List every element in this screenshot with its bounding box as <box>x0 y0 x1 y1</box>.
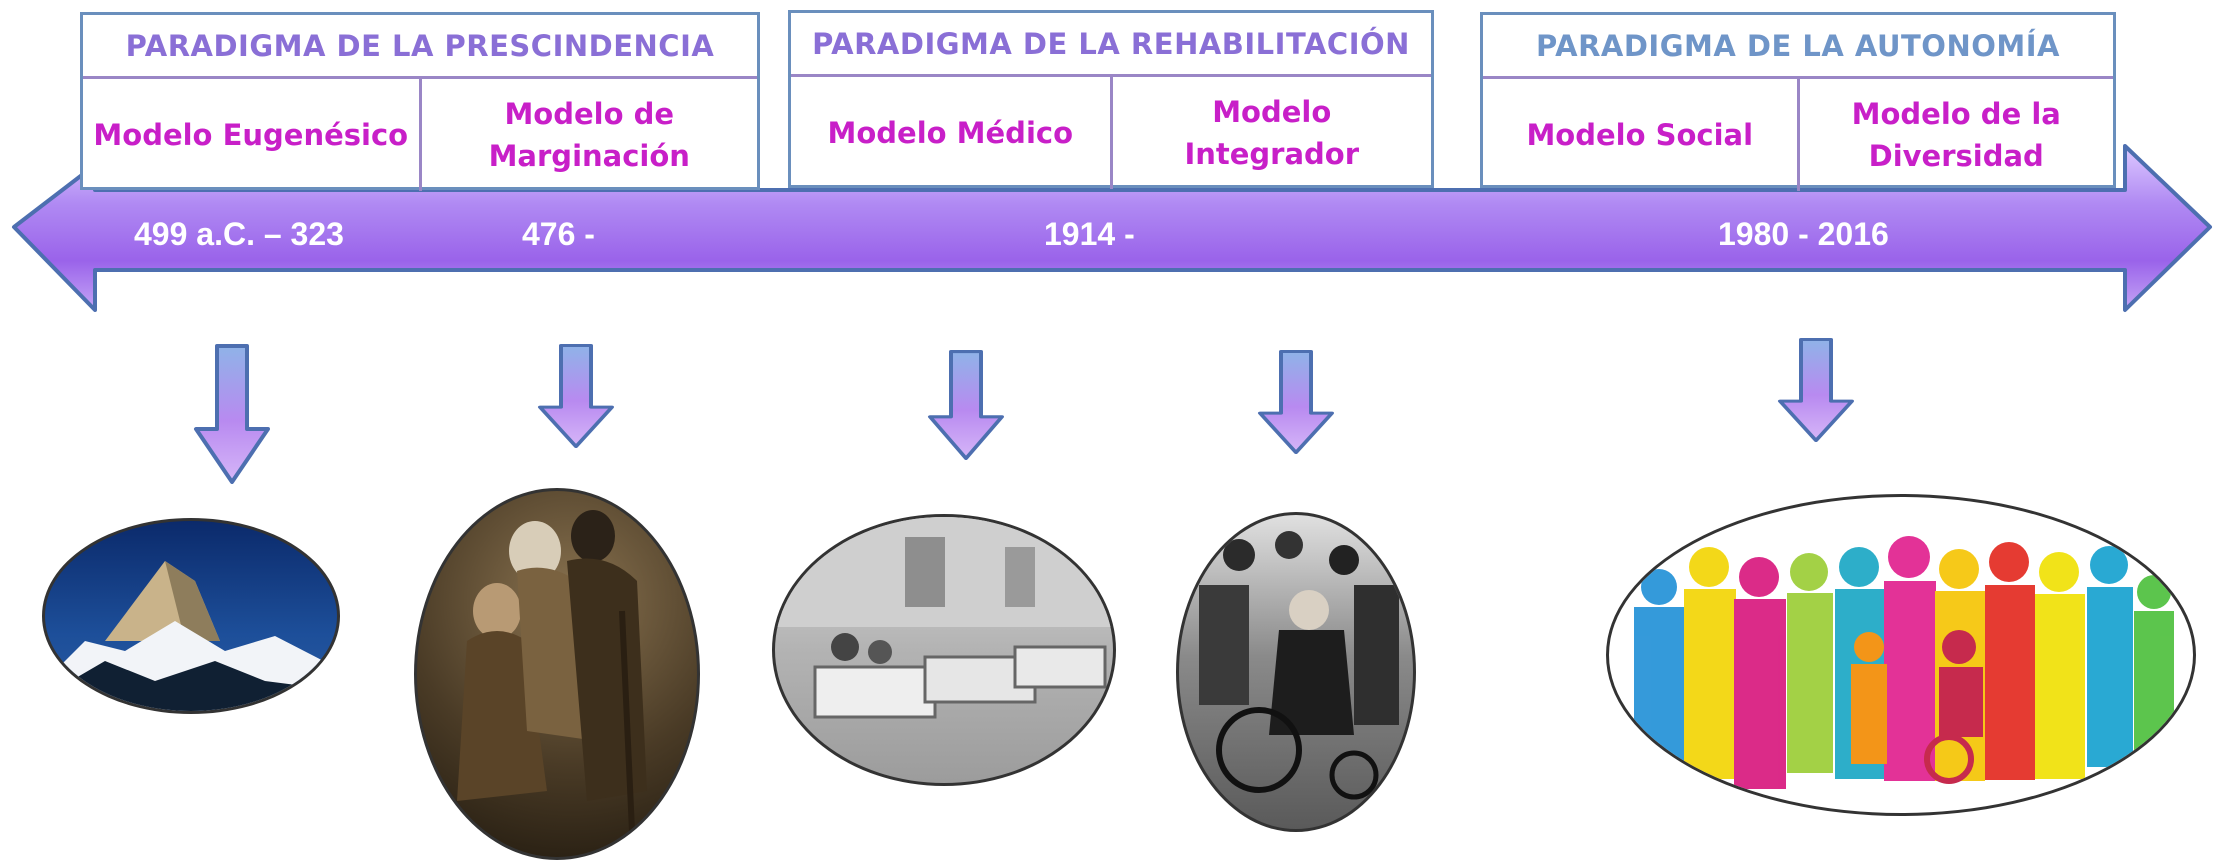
paradigm-title: PARADIGMA DE LA PRESCINDENCIA <box>83 15 757 79</box>
down-arrow-icon <box>928 350 1004 460</box>
paradigm-rehabilitacion: PARADIGMA DE LA REHABILITACIÓN Modelo Mé… <box>788 10 1434 189</box>
wheelchair-photo <box>1176 512 1416 832</box>
mountain-photo <box>42 518 340 714</box>
down-arrow-icon <box>1258 350 1334 454</box>
paradigm-prescindencia: PARADIGMA DE LA PRESCINDENCIA Modelo Eug… <box>80 12 760 191</box>
diversity-silhouettes <box>1606 494 2196 816</box>
paradigm-autonomia: PARADIGMA DE LA AUTONOMÍA Modelo Social … <box>1480 12 2116 191</box>
year-label: 1980 - 2016 <box>1718 216 1889 252</box>
model-diversidad: Modelo de la Diversidad <box>1796 79 2114 191</box>
year-label: 1914 - <box>1044 216 1135 252</box>
model-marginacion: Modelo de Marginación <box>418 79 758 191</box>
down-arrow-icon <box>1778 338 1854 442</box>
beggars-painting <box>414 488 700 860</box>
paradigm-title: PARADIGMA DE LA AUTONOMÍA <box>1483 15 2113 79</box>
down-arrow-icon <box>538 344 614 448</box>
model-social: Modelo Social <box>1526 118 1754 152</box>
paradigm-title: PARADIGMA DE LA REHABILITACIÓN <box>791 13 1431 77</box>
year-label: 499 a.C. – 323 <box>134 216 344 252</box>
hospital-ward-photo <box>772 514 1116 786</box>
model-medico: Modelo Médico <box>827 116 1073 150</box>
down-arrow-icon <box>194 344 270 484</box>
model-integrador: Modelo Integrador <box>1109 77 1432 189</box>
year-label: 476 - <box>522 216 595 252</box>
model-eugenesico: Modelo Eugenésico <box>93 118 409 152</box>
